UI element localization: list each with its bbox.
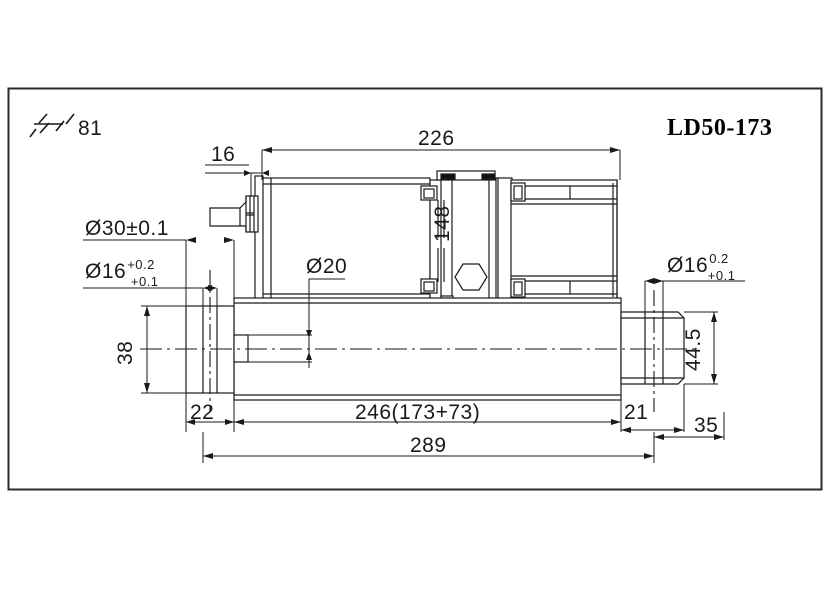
dimension-35 [654, 412, 725, 440]
actuator-barrel [254, 175, 431, 303]
left-d16-base: Ø16 [85, 260, 126, 283]
dimension-d30-label: Ø30±0.1 [85, 217, 169, 240]
dimension-22-label: 22 [190, 401, 214, 424]
dimension-left-d16-leader [83, 285, 218, 306]
dimension-left-d16-label: Ø16+0.2 +0.1 [85, 257, 159, 289]
dimension-148-label: 148 [431, 205, 454, 242]
right-d16-upper-tol: 0.2 [709, 251, 729, 266]
right-d16-lower-tol: +0.1 [708, 268, 736, 283]
dimension-row-246 [185, 384, 685, 433]
dimension-21-label: 21 [624, 401, 648, 424]
dimension-44-5 [684, 311, 718, 385]
dimension-35-label: 35 [694, 414, 718, 437]
dimension-226 [262, 147, 621, 180]
dimension-16 [205, 150, 269, 196]
dimension-right-d16-label: Ø160.2 +0.1 [667, 251, 735, 283]
upper-shaft-stud [209, 195, 259, 233]
drawing-title: LD50-173 [667, 115, 772, 141]
assembly-geometry [185, 170, 685, 401]
dimension-16-label: 16 [211, 143, 235, 166]
dimension-d20-leader [248, 278, 345, 368]
dimension-289-label: 289 [410, 434, 447, 457]
valve-manifold-block [420, 170, 500, 305]
left-d16-upper-tol: +0.2 [127, 257, 155, 272]
drawing-frame-border [7, 87, 823, 491]
dimension-38-label: 38 [114, 341, 137, 365]
dimension-d20-label: Ø20 [306, 255, 347, 278]
dimension-44-5-label: 44.5 [682, 328, 705, 371]
surface-finish-symbol [29, 113, 75, 138]
dimension-d30-leader [83, 237, 235, 318]
centerlines [140, 270, 700, 412]
dimension-246-label: 246(173+73) [355, 401, 480, 424]
dimension-289 [202, 432, 655, 463]
dimension-right-d16-leader [644, 278, 745, 312]
surface-mark-label: 81 [78, 117, 102, 140]
left-d16-lower-tol: +0.1 [131, 274, 159, 289]
motor-housing [497, 177, 618, 303]
dimension-226-label: 226 [418, 127, 455, 150]
right-d16-base: Ø16 [667, 254, 708, 277]
dimension-38 [141, 305, 186, 394]
right-mounting-flange [620, 311, 685, 385]
